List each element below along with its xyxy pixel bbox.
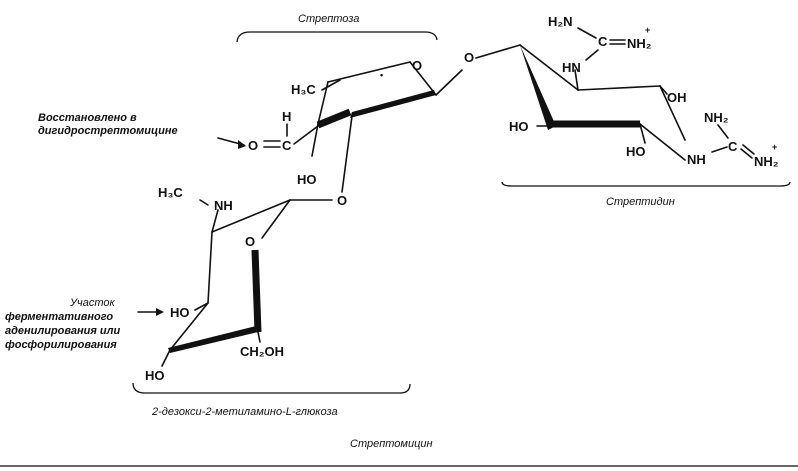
ch2oh-label: CH₂OH bbox=[240, 344, 284, 359]
h-aldehyde-label: H bbox=[282, 109, 291, 124]
o-link-mid-label: O bbox=[337, 193, 347, 208]
streptidine-brace bbox=[501, 181, 791, 187]
site-note-line2: ферментативного bbox=[5, 311, 113, 323]
site-note-line4: фосфорилирования bbox=[5, 339, 117, 351]
h3c-top-label: H₃C bbox=[291, 82, 316, 97]
nh-2-label: NH bbox=[687, 152, 706, 167]
o-ring-streptose-label: O bbox=[412, 58, 422, 73]
streptose-bold-bond bbox=[350, 90, 436, 118]
oh-strept-r-label: OH bbox=[667, 90, 687, 105]
o-ring-glc-label: O bbox=[245, 234, 255, 249]
ho-strept-b-label: HO bbox=[626, 144, 646, 159]
o-aldehyde-label: O bbox=[248, 138, 258, 153]
c-aldehyde-label: C bbox=[282, 138, 292, 153]
streptose-brace bbox=[236, 31, 438, 43]
ho-glc-b-label: HO bbox=[145, 368, 165, 383]
streptose-label: Стрептоза bbox=[298, 13, 359, 25]
streptidine-label: Стрептидин bbox=[606, 196, 675, 208]
reduced-note-line1: Восстановлено в bbox=[38, 112, 137, 124]
plus1-label: + bbox=[645, 25, 650, 35]
plus-dot-label: • bbox=[380, 70, 383, 80]
ho-streptose-label: HO bbox=[297, 172, 317, 187]
h3c-nh-label: H₃C bbox=[158, 185, 183, 200]
ho-strept-l-label: HO bbox=[509, 119, 529, 134]
nh-glc-label: NH bbox=[214, 198, 233, 213]
nh2-plus2-label: NH₂ bbox=[754, 154, 779, 169]
o-link-top-label: O bbox=[464, 50, 474, 65]
streptidine-ring bbox=[475, 44, 686, 161]
site-note-line1: Участок bbox=[69, 297, 115, 309]
streptose-bold-left bbox=[316, 108, 352, 129]
glucosamine-brace bbox=[132, 382, 411, 394]
ho-glc-l-label: HO bbox=[170, 305, 190, 320]
site-note-line3: аденилирования или bbox=[5, 325, 120, 337]
nh2-plus1-label: NH₂ bbox=[627, 36, 652, 51]
aldehyde-group bbox=[263, 123, 319, 148]
nh2-guan2-label: NH₂ bbox=[704, 110, 729, 125]
plus2-label: + bbox=[772, 142, 777, 152]
glucosamine-label: 2-дезокси-2-метиламино-L-глюкоза bbox=[151, 406, 338, 418]
h2n-top-label: H₂N bbox=[548, 14, 573, 29]
streptose-ring bbox=[311, 61, 463, 193]
hn-1-label: HN bbox=[562, 60, 581, 75]
reduced-note-line2: дигидрострептомицине bbox=[38, 125, 178, 137]
c-guan1-label: C bbox=[598, 34, 608, 49]
glucosamine-ring bbox=[161, 199, 333, 367]
streptomycin-label: Стрептомицин bbox=[350, 438, 433, 450]
c-guan2-label: C bbox=[728, 139, 738, 154]
